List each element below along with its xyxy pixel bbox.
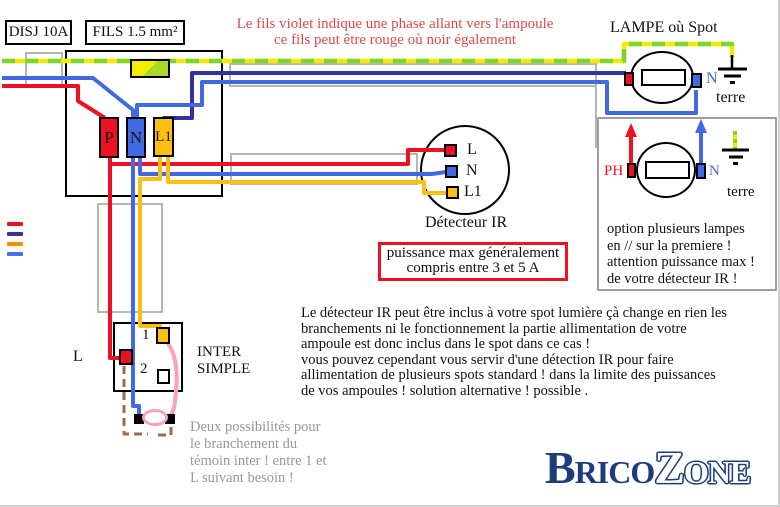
bricozone-logo: BricoZone [545, 444, 777, 492]
option-n-label: N [709, 163, 720, 179]
disj-box: DISJ 10A [5, 20, 72, 45]
switch-title: INTER SIMPLE [197, 344, 251, 377]
lamp-neutral-terminal [691, 73, 702, 88]
detector-title: Détecteur IR [425, 214, 508, 231]
top-horizontal-conduit [229, 63, 597, 87]
vertical-conduit [97, 203, 163, 313]
option-ph-label: PH [604, 163, 624, 179]
detector-n-label: N [466, 162, 478, 179]
logo-brico: Brico [545, 442, 655, 493]
switch-terminal1-label: 1 [142, 327, 150, 343]
temoin-lamp [142, 409, 168, 426]
option-lamp-filament [645, 161, 690, 179]
fils-box: FILS 1.5 mm² [85, 20, 185, 45]
breaker-terminal-l1: L1 [153, 117, 174, 157]
detector-terminal-l [444, 144, 457, 157]
temoin-terminal-right [165, 414, 175, 424]
breaker-terminal-p-label: P [104, 127, 114, 147]
switch-l-label: L [73, 348, 83, 365]
lamp-phase-terminal [624, 72, 634, 86]
breaker-terminal-p: P [99, 117, 119, 158]
option-n-terminal [696, 163, 706, 179]
temoin-note: Deux possibilités pour le branchement du… [190, 419, 327, 486]
lamp-title: LAMPE où Spot [610, 19, 718, 36]
lamp-filament [641, 69, 686, 86]
breaker-terminal-n: N [126, 117, 146, 158]
detector-l-label: L [467, 141, 477, 158]
option-ph-terminal [627, 163, 636, 178]
violet-note: Le fils violet indique une phase allant … [236, 16, 554, 48]
detector-l1-label: L1 [464, 183, 482, 200]
earth-terminal-block [130, 59, 170, 78]
logo-zone: Zone [654, 442, 751, 493]
detector-body [420, 125, 510, 215]
detector-power-note: puissance max généralement compris entre… [378, 242, 568, 281]
disj-label: DISJ 10A [8, 24, 69, 40]
switch-phase-terminal [119, 349, 133, 365]
switch-terminal1 [156, 327, 170, 344]
legend-violet-wire [7, 232, 23, 236]
detector-terminal-l1 [446, 186, 459, 199]
detector-terminal-n [445, 165, 458, 178]
earth-symbol-dot [730, 81, 735, 84]
temoin-terminal-left [134, 414, 144, 424]
breaker-terminal-l1-label: L1 [155, 128, 172, 145]
legend-blue-wire [7, 252, 23, 256]
supply-conduit [25, 52, 63, 88]
lamp-earth-label: terre [716, 89, 746, 106]
option-note: option plusieurs lampes en // sur la pre… [607, 221, 755, 287]
switch-terminal2 [157, 369, 170, 384]
main-paragraph: Le détecteur IR peut être inclus à votre… [301, 305, 727, 399]
switch-terminal2-label: 2 [140, 361, 148, 377]
legend-red-wire [7, 222, 23, 226]
legend-orange-wire [7, 242, 23, 246]
lamp-n-label: N [706, 70, 718, 87]
fils-label: FILS 1.5 mm² [92, 24, 178, 40]
temoin-alt-path-right [158, 424, 173, 437]
option-earth-label: terre [727, 184, 755, 200]
breaker-terminal-n-label: N [129, 127, 143, 147]
mid-horizontal-conduit [230, 153, 418, 185]
